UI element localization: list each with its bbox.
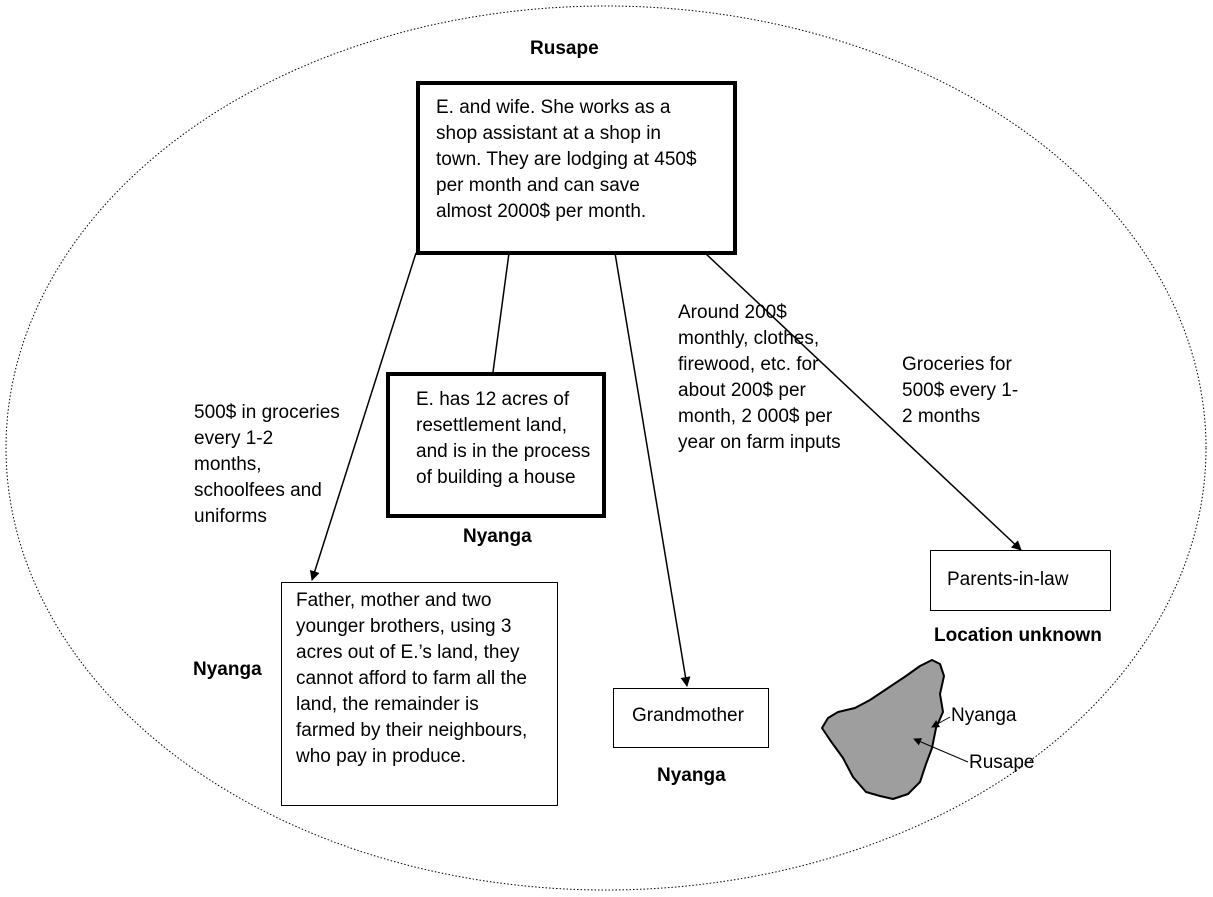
link-to-land <box>492 252 510 373</box>
location-label-rusape: Rusape <box>530 38 599 59</box>
parents-in-law-box: Parents-in-law <box>930 550 1111 611</box>
land-box: E. has 12 acres of resettlement land, an… <box>386 372 606 518</box>
boundary-ellipse <box>5 5 1207 891</box>
zimbabwe-map-shape <box>821 659 945 800</box>
map-label-rusape: Rusape <box>969 752 1035 773</box>
arrow-to-family <box>309 252 417 581</box>
arrow-to-grandmother <box>614 252 691 687</box>
location-label-grandmother: Nyanga <box>657 765 726 786</box>
map-label-nyanga: Nyanga <box>951 705 1017 726</box>
flow-label-inlaws: Groceries for 500$ every 1- 2 months <box>902 354 1019 427</box>
family-box: Father, mother and two younger brothers,… <box>281 582 558 806</box>
grandmother-box: Grandmother <box>613 688 769 748</box>
flow-label-family: 500$ in groceries every 1-2 months, scho… <box>194 402 340 527</box>
map-arrow-rusape <box>913 738 969 763</box>
location-label-land: Nyanga <box>463 526 532 547</box>
location-label-family: Nyanga <box>193 659 262 680</box>
flow-label-grandmother: Around 200$ monthly, clothes, firewood, … <box>678 302 841 453</box>
main-household-box: E. and wife. She works as a shop assista… <box>416 81 737 255</box>
location-label-inlaws: Location unknown <box>934 625 1102 646</box>
arrow-to-inlaws <box>704 252 1022 551</box>
map-arrow-nyanga <box>931 716 951 728</box>
